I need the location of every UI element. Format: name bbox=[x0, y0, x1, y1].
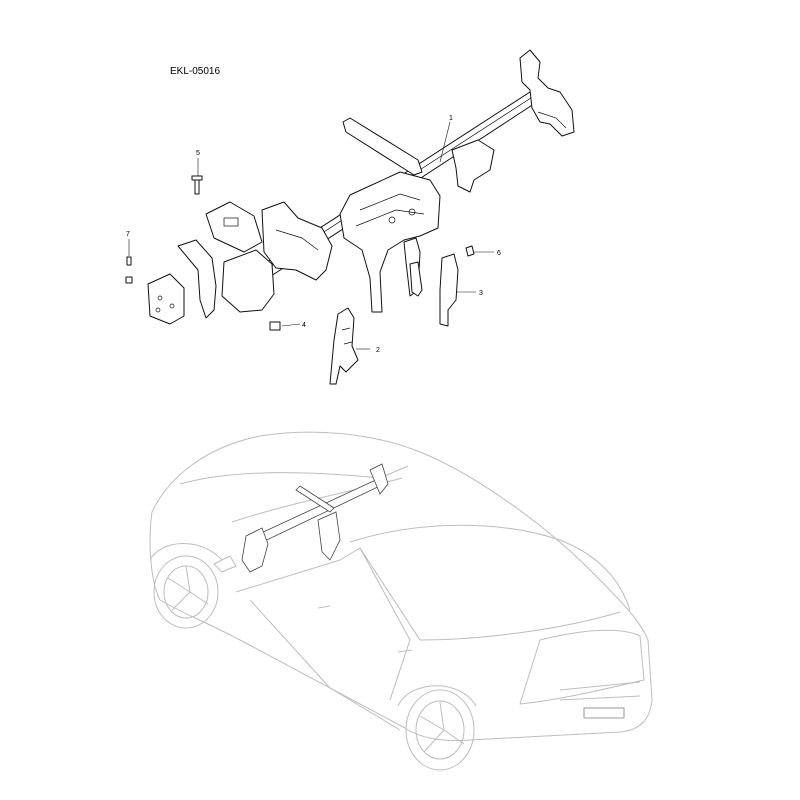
cross-car-beam-assembly bbox=[177, 49, 575, 319]
part-3-bracket bbox=[409, 253, 459, 327]
fastener-nut-4 bbox=[269, 321, 281, 331]
callout-7: 7 bbox=[126, 231, 130, 238]
callout-6: 6 bbox=[497, 250, 501, 257]
fastener-nut-6 bbox=[465, 245, 475, 257]
callout-4: 4 bbox=[302, 322, 306, 329]
callout-3: 3 bbox=[479, 290, 483, 297]
part-7-plate bbox=[147, 273, 185, 325]
part-2-brace bbox=[329, 307, 359, 385]
callout-1: 1 bbox=[449, 115, 453, 122]
fastener-bolt-7 bbox=[125, 256, 133, 284]
diagram-code: EKL-05016 bbox=[170, 66, 221, 77]
callout-2: 2 bbox=[376, 347, 380, 354]
fastener-bolt-5 bbox=[191, 175, 203, 195]
vehicle-locator-illustration bbox=[149, 431, 653, 771]
callout-leaders bbox=[128, 121, 494, 350]
callout-5: 5 bbox=[196, 150, 200, 157]
